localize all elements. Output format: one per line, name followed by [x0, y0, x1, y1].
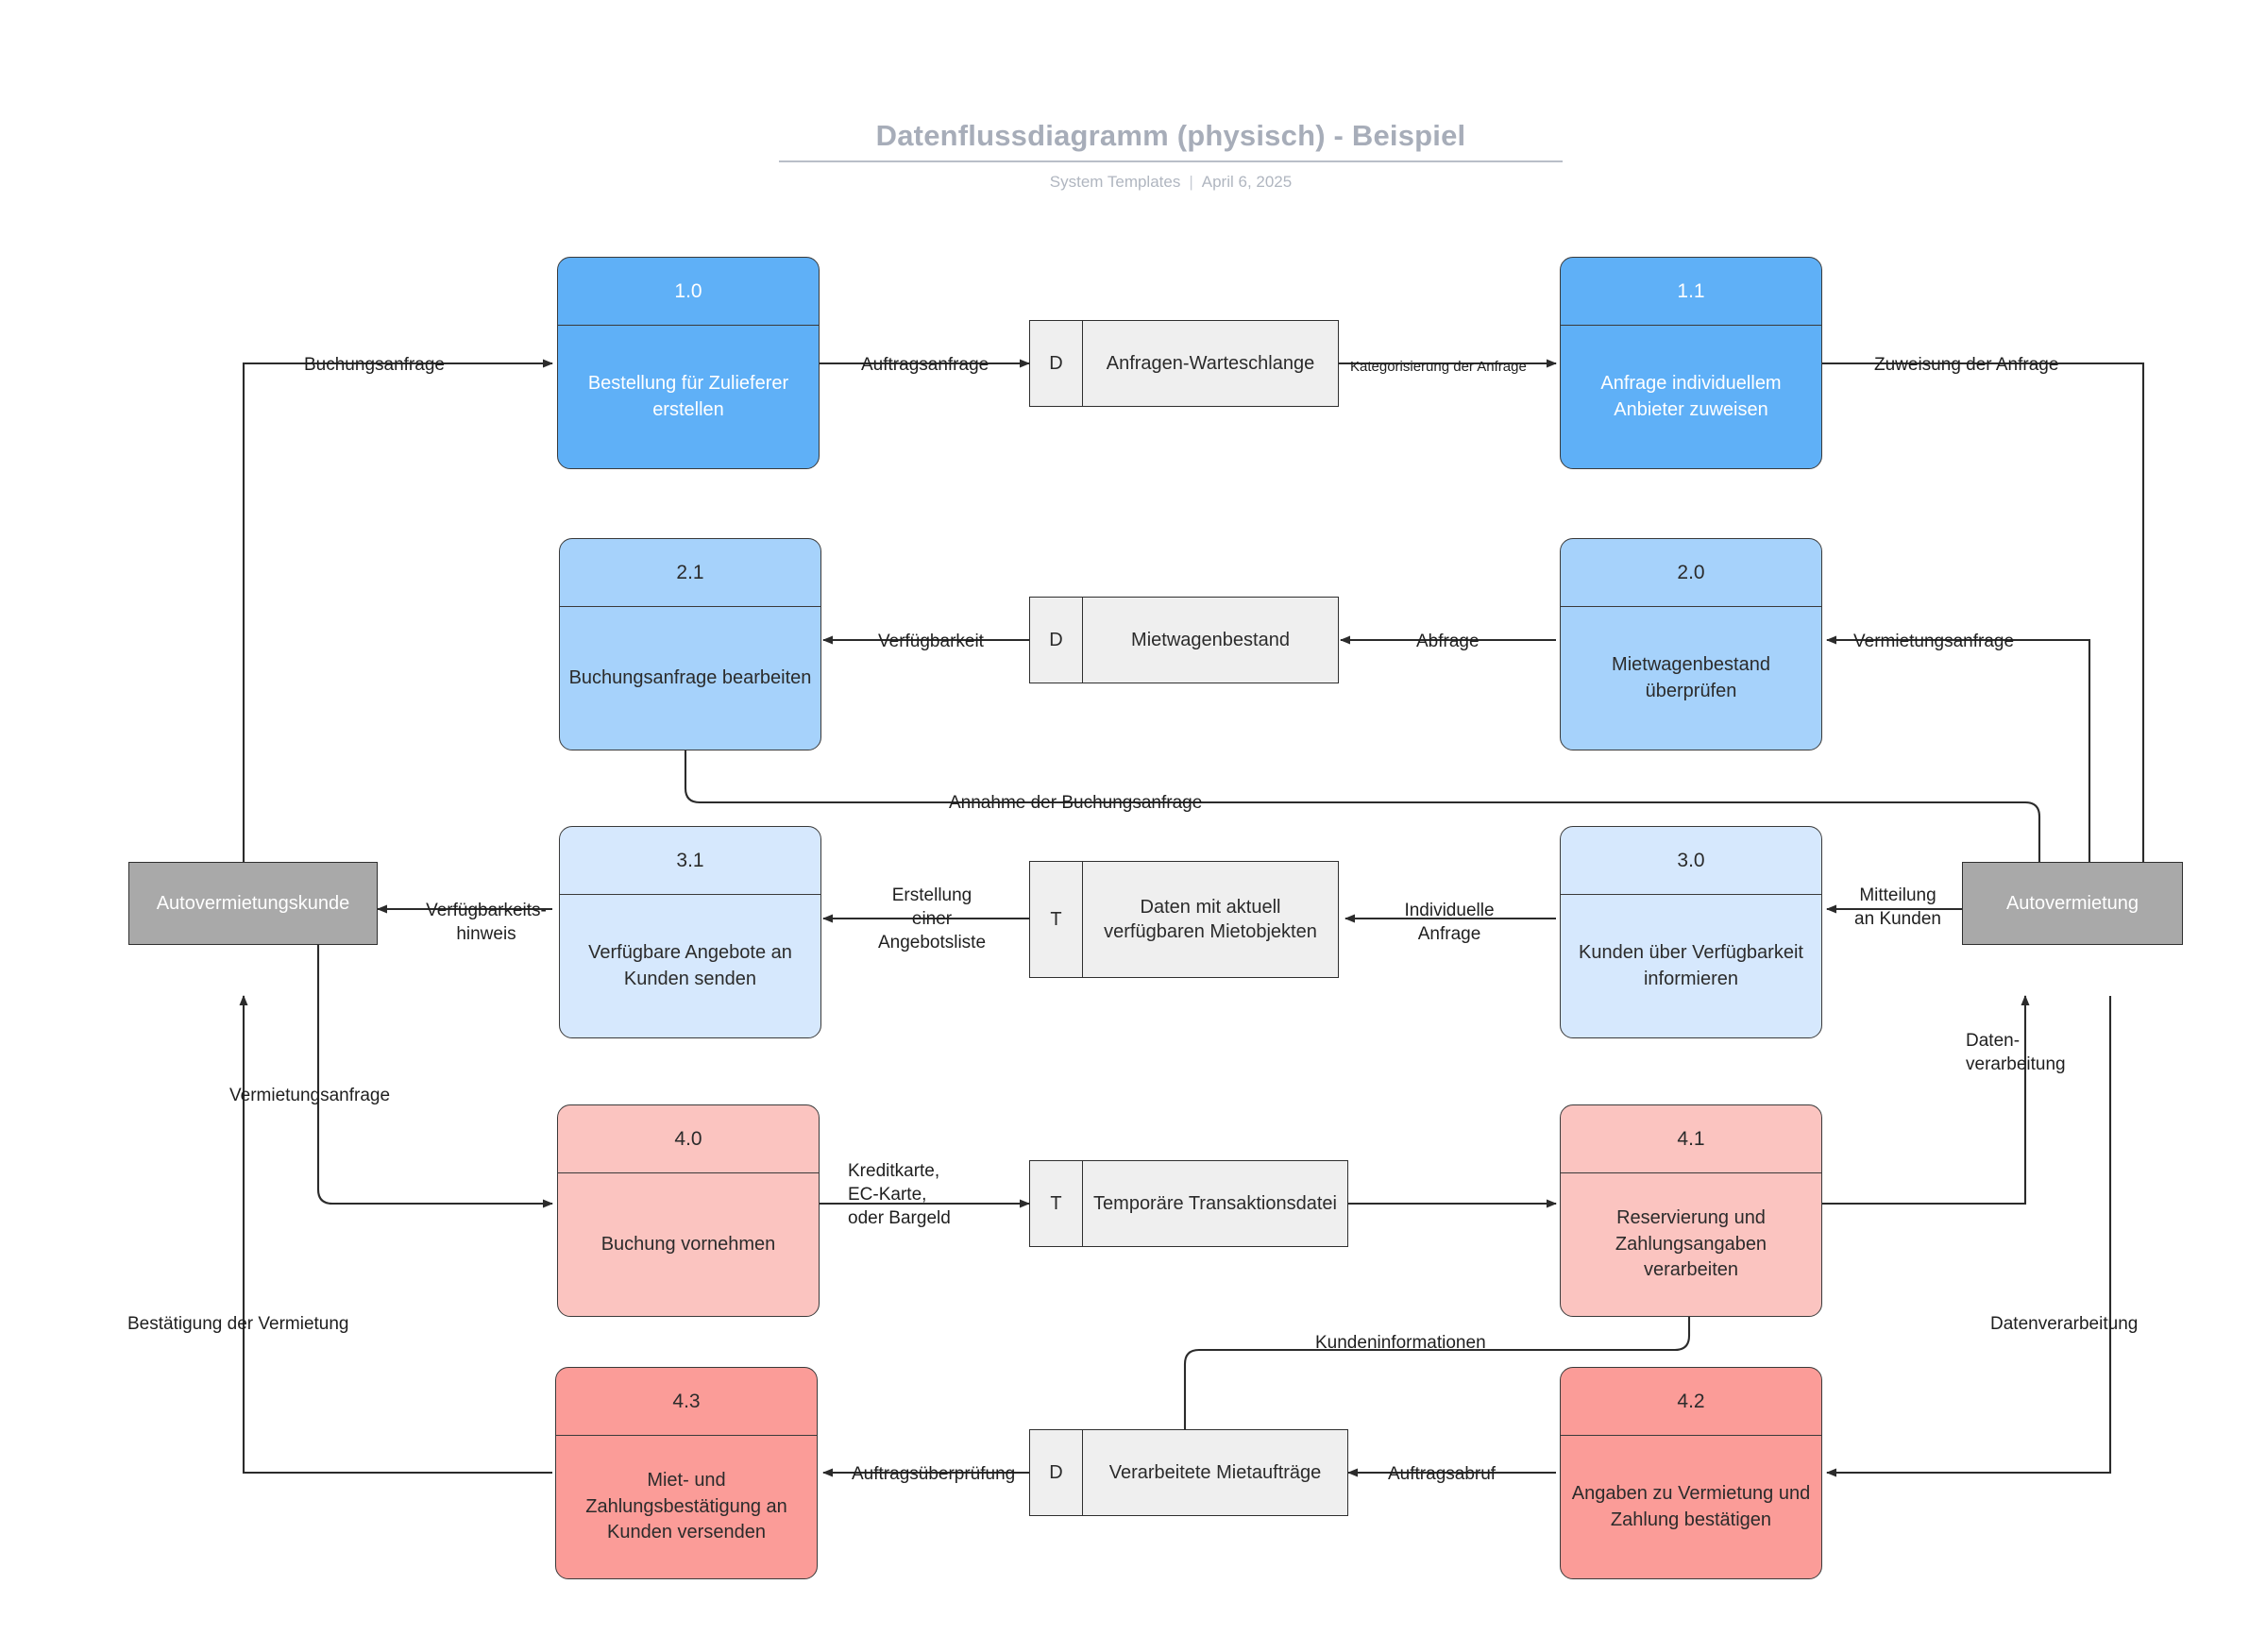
store-label: Temporäre Transaktionsdatei	[1093, 1193, 1337, 1214]
flow-label-auftragsueberpruefung: Auftragsüberprüfung	[852, 1464, 1016, 1484]
flow-label-verfuegbarkeitshinweis: Verfügbarkeits- hinweis	[426, 901, 547, 945]
process-label: Bestellung für Zulieferer erstellen	[587, 372, 789, 420]
store-key: D	[1030, 321, 1083, 406]
flow-label-mitteilung-an-kunden: Mitteilung an Kunden	[1854, 885, 1941, 930]
data-store-anfragen-warteschlange[interactable]: D Anfragen-Warteschlange	[1029, 320, 1339, 407]
flow-label-zuweisung-anfrage: Zuweisung der Anfrage	[1874, 355, 2059, 375]
store-key: D	[1030, 598, 1083, 683]
title-block: Datenflussdiagramm (physisch) - Beispiel…	[779, 118, 1563, 192]
entity-label: Autovermietung	[2005, 892, 2139, 914]
flow-label-auftragsabruf: Auftragsabruf	[1388, 1464, 1497, 1484]
process-label: Buchung vornehmen	[600, 1233, 776, 1255]
author-label: System Templates	[1049, 173, 1181, 192]
store-label: Daten mit aktuell verfügbaren Mietobjekt…	[1104, 897, 1317, 942]
process-4-1[interactable]: 4.1 Reservierung und Zahlungsangaben ver…	[1560, 1104, 1822, 1317]
flow-label-vermietungsanfrage-top: Vermietungsanfrage	[1853, 632, 2015, 651]
process-number: 4.0	[558, 1105, 819, 1173]
process-label: Mietwagenbestand überprüfen	[1612, 653, 1770, 701]
process-1-1[interactable]: 1.1 Anfrage individuellem Anbieter zuwei…	[1560, 257, 1822, 469]
flow-label-individuelle-anfrage: Individuelle Anfrage	[1404, 901, 1495, 945]
external-entity-autovermietung[interactable]: Autovermietung	[1962, 862, 2183, 945]
store-key: T	[1030, 1161, 1083, 1246]
flow-label-erstellung-angebotsliste: Erstellung einer Angebotsliste	[877, 885, 987, 953]
entity-label: Autovermietungskunde	[156, 892, 350, 914]
store-label: Anfragen-Warteschlange	[1106, 353, 1315, 374]
flow-label-auftragsanfrage: Auftragsanfrage	[861, 355, 989, 375]
process-4-0[interactable]: 4.0 Buchung vornehmen	[557, 1104, 820, 1317]
process-number: 2.0	[1561, 539, 1821, 607]
flow-label-datenverarbeitung-right: Datenverarbeitung	[1990, 1314, 2139, 1334]
process-number: 2.1	[560, 539, 820, 607]
flow-label-abfrage: Abfrage	[1416, 632, 1480, 651]
process-label: Miet- und Zahlungsbestätigung an Kunden …	[585, 1470, 787, 1543]
process-label: Anfrage individuellem Anbieter zuweisen	[1600, 372, 1782, 420]
store-label: Verarbeitete Mietaufträge	[1108, 1462, 1322, 1483]
title-divider	[779, 160, 1563, 163]
data-store-verfuegbare-mietobjekte[interactable]: T Daten mit aktuell verfügbaren Mietobje…	[1029, 861, 1339, 978]
flow-label-vermietungsanfrage-left: Vermietungsanfrage	[229, 1086, 391, 1105]
store-key: D	[1030, 1430, 1083, 1515]
subtitle: System Templates | April 6, 2025	[779, 173, 1563, 192]
flow-label-annahme-buchungsanfrage: Annahme der Buchungsanfrage	[949, 793, 1203, 813]
store-key: T	[1030, 862, 1083, 977]
flow-label-kundeninformationen: Kundeninformationen	[1315, 1333, 1486, 1353]
process-1-0[interactable]: 1.0 Bestellung für Zulieferer erstellen	[557, 257, 820, 469]
process-2-0[interactable]: 2.0 Mietwagenbestand überprüfen	[1560, 538, 1822, 750]
process-label: Kunden über Verfügbarkeit informieren	[1579, 941, 1803, 989]
process-number: 1.1	[1561, 258, 1821, 326]
process-number: 3.0	[1561, 827, 1821, 895]
process-number: 3.1	[560, 827, 820, 895]
process-3-0[interactable]: 3.0 Kunden über Verfügbarkeit informiere…	[1560, 826, 1822, 1038]
process-number: 1.0	[558, 258, 819, 326]
process-number: 4.2	[1561, 1368, 1821, 1436]
flow-label-verfuegbarkeit: Verfügbarkeit	[878, 632, 984, 651]
process-2-1[interactable]: 2.1 Buchungsanfrage bearbeiten	[559, 538, 821, 750]
data-store-verarbeitete-mietauftraege[interactable]: D Verarbeitete Mietaufträge	[1029, 1429, 1348, 1516]
flow-label-zahlungsarten: Kreditkarte, EC-Karte, oder Bargeld	[848, 1161, 951, 1229]
process-4-2[interactable]: 4.2 Angaben zu Vermietung und Zahlung be…	[1560, 1367, 1822, 1579]
data-store-mietwagenbestand[interactable]: D Mietwagenbestand	[1029, 597, 1339, 683]
store-label: Mietwagenbestand	[1131, 630, 1290, 650]
process-label: Buchungsanfrage bearbeiten	[568, 666, 812, 688]
process-label: Angaben zu Vermietung und Zahlung bestät…	[1571, 1482, 1811, 1530]
external-entity-autovermietungskunde[interactable]: Autovermietungskunde	[128, 862, 378, 945]
process-number: 4.3	[556, 1368, 817, 1436]
subtitle-separator: |	[1189, 173, 1193, 192]
process-number: 4.1	[1561, 1105, 1821, 1173]
process-3-1[interactable]: 3.1 Verfügbare Angebote an Kunden senden	[559, 826, 821, 1038]
flow-label-bestaetigung-vermietung: Bestätigung der Vermietung	[127, 1314, 349, 1334]
process-label: Reservierung und Zahlungsangaben verarbe…	[1615, 1207, 1767, 1281]
flow-label-buchungsanfrage: Buchungsanfrage	[304, 355, 445, 375]
flow-label-kategorisierung: Kategorisierung der Anfrage	[1350, 359, 1527, 375]
flow-label-datenverarbeitung-top: Daten- verarbeitung	[1966, 1031, 2066, 1075]
date-label: April 6, 2025	[1201, 173, 1293, 192]
page-title: Datenflussdiagramm (physisch) - Beispiel	[875, 119, 1466, 152]
process-label: Verfügbare Angebote an Kunden senden	[588, 941, 792, 989]
process-4-3[interactable]: 4.3 Miet- und Zahlungsbestätigung an Kun…	[555, 1367, 818, 1579]
data-store-temporaere-transaktionsdatei[interactable]: T Temporäre Transaktionsdatei	[1029, 1160, 1348, 1247]
